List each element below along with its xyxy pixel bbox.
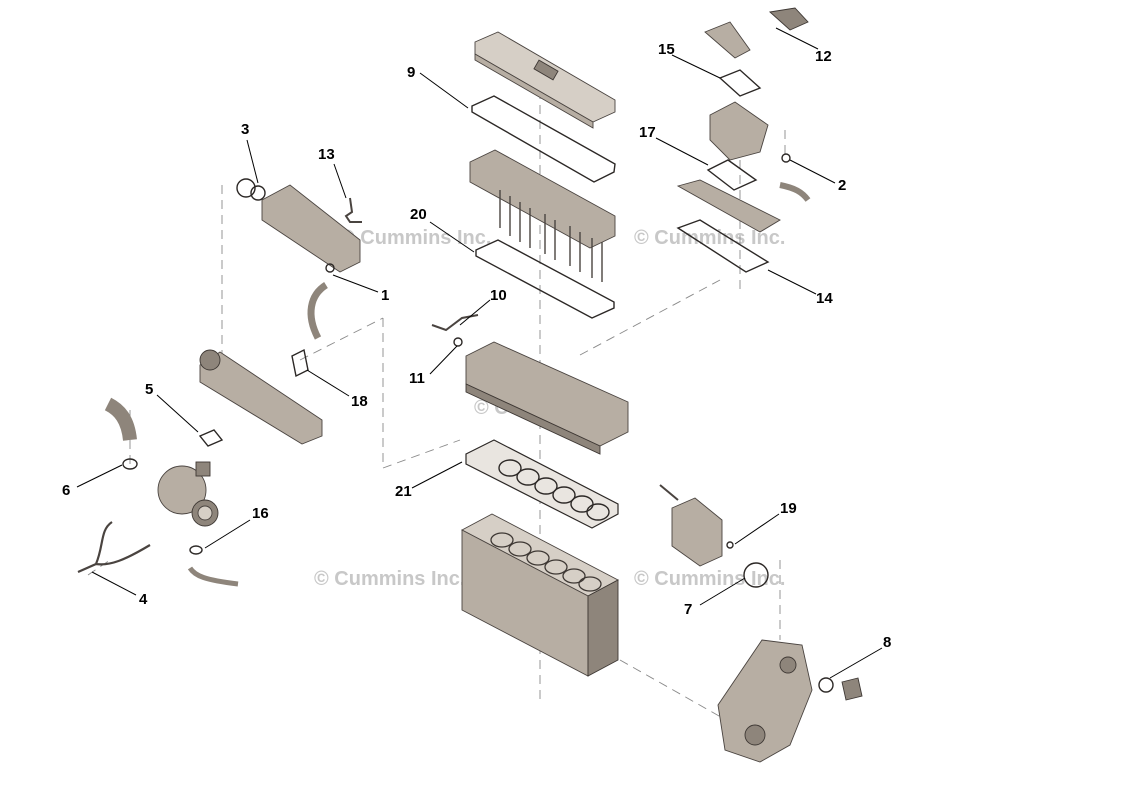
fuel-connector	[431, 314, 479, 347]
cylinder-head	[465, 341, 629, 455]
callout-14: 14	[816, 290, 833, 307]
callout-16: 16	[252, 505, 269, 522]
callout-13: 13	[318, 146, 335, 163]
watermark: © Cummins Inc.	[314, 568, 465, 590]
callout-15: 15	[658, 41, 675, 58]
callout-3: 3	[241, 121, 249, 138]
watermark: © Cummins Inc.	[634, 568, 785, 590]
watermark: © Cummins Inc.	[634, 227, 785, 249]
callout-2: 2	[838, 177, 846, 194]
alignment-lines	[87, 60, 786, 726]
sensor-harness	[77, 521, 151, 574]
callout-1: 1	[381, 287, 389, 304]
oil-drain-tube	[187, 566, 239, 587]
rocker-housing	[469, 149, 616, 282]
callout-8: 8	[883, 634, 891, 651]
head-gasket	[465, 439, 619, 529]
callout-numbers: 1 2 3 4 5 6 7 8 9 10 11 12 13 14 15 16 1…	[62, 41, 891, 651]
cover-fitting	[841, 677, 863, 701]
turbo-elbow	[104, 397, 137, 441]
turbo-o-ring	[122, 458, 138, 470]
fuel-pump	[659, 484, 734, 567]
callout-20: 20	[410, 206, 427, 223]
rocker-housing-gasket	[475, 239, 615, 319]
callout-6: 6	[62, 482, 70, 499]
exhaust-manifold	[199, 349, 323, 445]
watermark: © Cummins Inc.	[340, 227, 491, 249]
intake-tube	[344, 197, 362, 223]
callout-18: 18	[351, 393, 368, 410]
callout-11: 11	[409, 370, 425, 387]
drain-gasket	[189, 545, 203, 555]
exhaust-gasket	[291, 348, 309, 378]
cover-seal	[818, 677, 834, 693]
rocker-cover	[474, 31, 616, 129]
water-elbow	[779, 182, 811, 202]
thermostat-housing	[676, 7, 809, 273]
callout-4: 4	[139, 591, 148, 608]
rocker-cover-gasket	[471, 95, 616, 183]
callout-21: 21	[395, 483, 412, 500]
small-o-ring	[781, 153, 791, 163]
callout-7: 7	[684, 601, 692, 618]
intake-manifold	[236, 178, 361, 273]
turbocharger	[157, 461, 219, 527]
gear-cover	[717, 639, 813, 763]
callout-19: 19	[780, 500, 797, 517]
callout-17: 17	[639, 124, 656, 141]
callout-9: 9	[407, 64, 415, 81]
engine-block	[461, 513, 619, 677]
callout-10: 10	[490, 287, 507, 304]
callout-5: 5	[145, 381, 153, 398]
leader-lines	[76, 27, 883, 679]
turbo-gasket	[198, 429, 224, 447]
crossover-tube	[307, 282, 329, 340]
pump-o-ring	[743, 562, 769, 588]
callout-12: 12	[815, 48, 832, 65]
